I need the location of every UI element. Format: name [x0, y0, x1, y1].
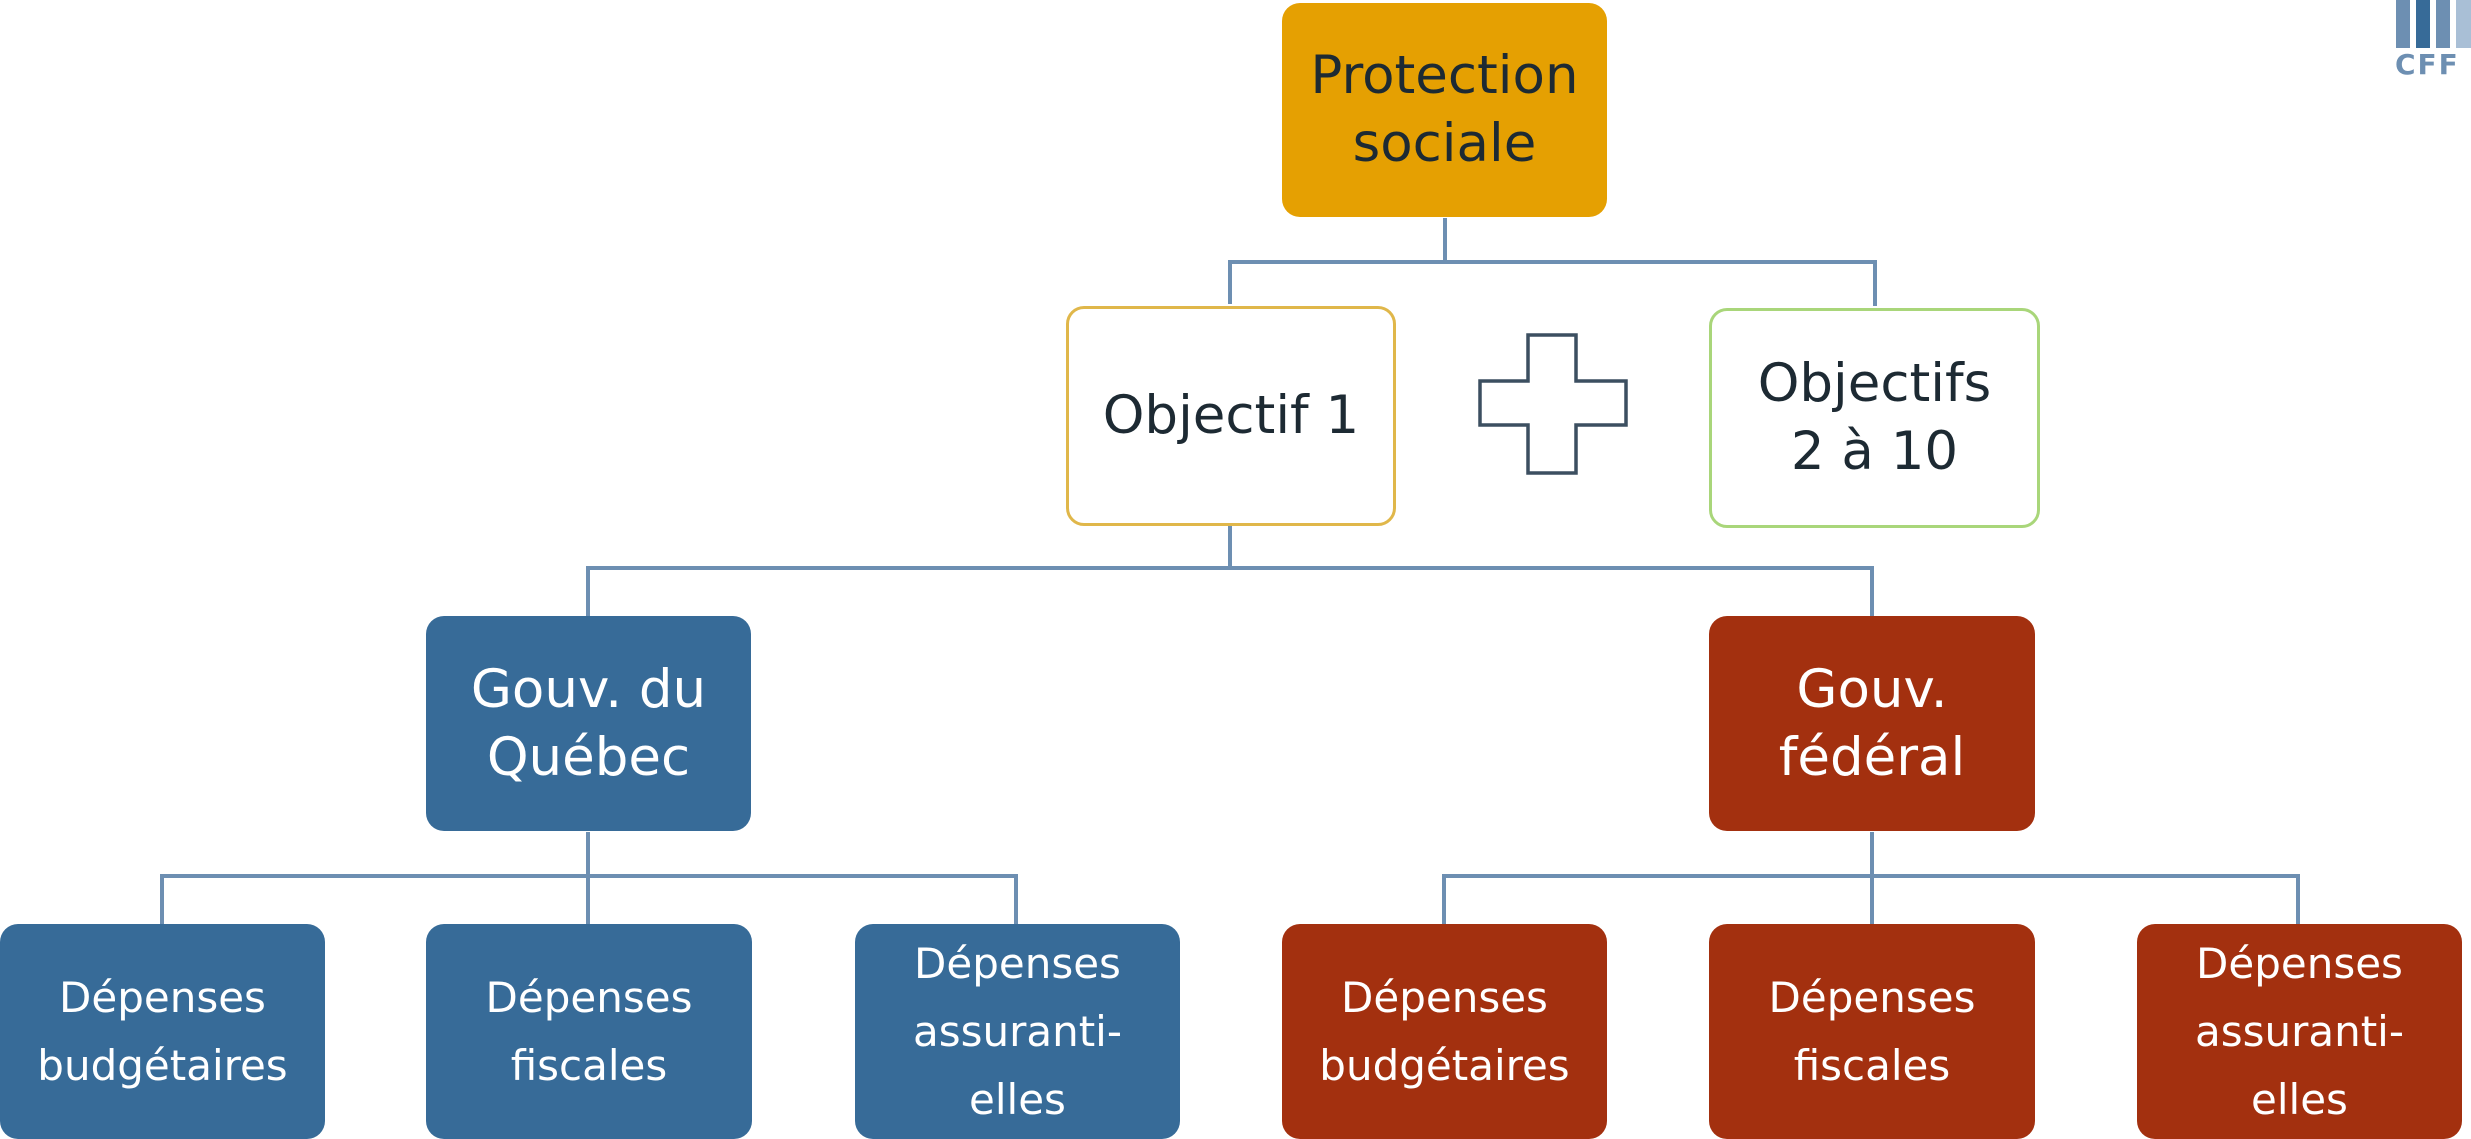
node-objectif-1: Objectif 1 [1066, 306, 1396, 526]
node-qc-depenses-fiscales: Dépenses fiscales [426, 924, 752, 1139]
node-qc-depenses-budgetaires: Dépenses budgétaires [0, 924, 325, 1139]
node-fed-depenses-assurantielles: Dépenses assuranti- elles [2137, 924, 2462, 1139]
node-protection-sociale: Protection sociale [1282, 3, 1607, 217]
logo: CFF [2395, 48, 2460, 81]
node-gouv-quebec: Gouv. du Québec [426, 616, 751, 831]
logo-bars-icon [2396, 0, 2471, 48]
node-fed-depenses-budgetaires: Dépenses budgétaires [1282, 924, 1607, 1139]
node-fed-depenses-fiscales: Dépenses fiscales [1709, 924, 2035, 1139]
plus-icon [1478, 333, 1628, 475]
node-gouv-federal: Gouv. fédéral [1709, 616, 2035, 831]
node-qc-depenses-assurantielles: Dépenses assuranti- elles [855, 924, 1180, 1139]
node-objectifs-2-a-10: Objectifs 2 à 10 [1709, 308, 2040, 528]
